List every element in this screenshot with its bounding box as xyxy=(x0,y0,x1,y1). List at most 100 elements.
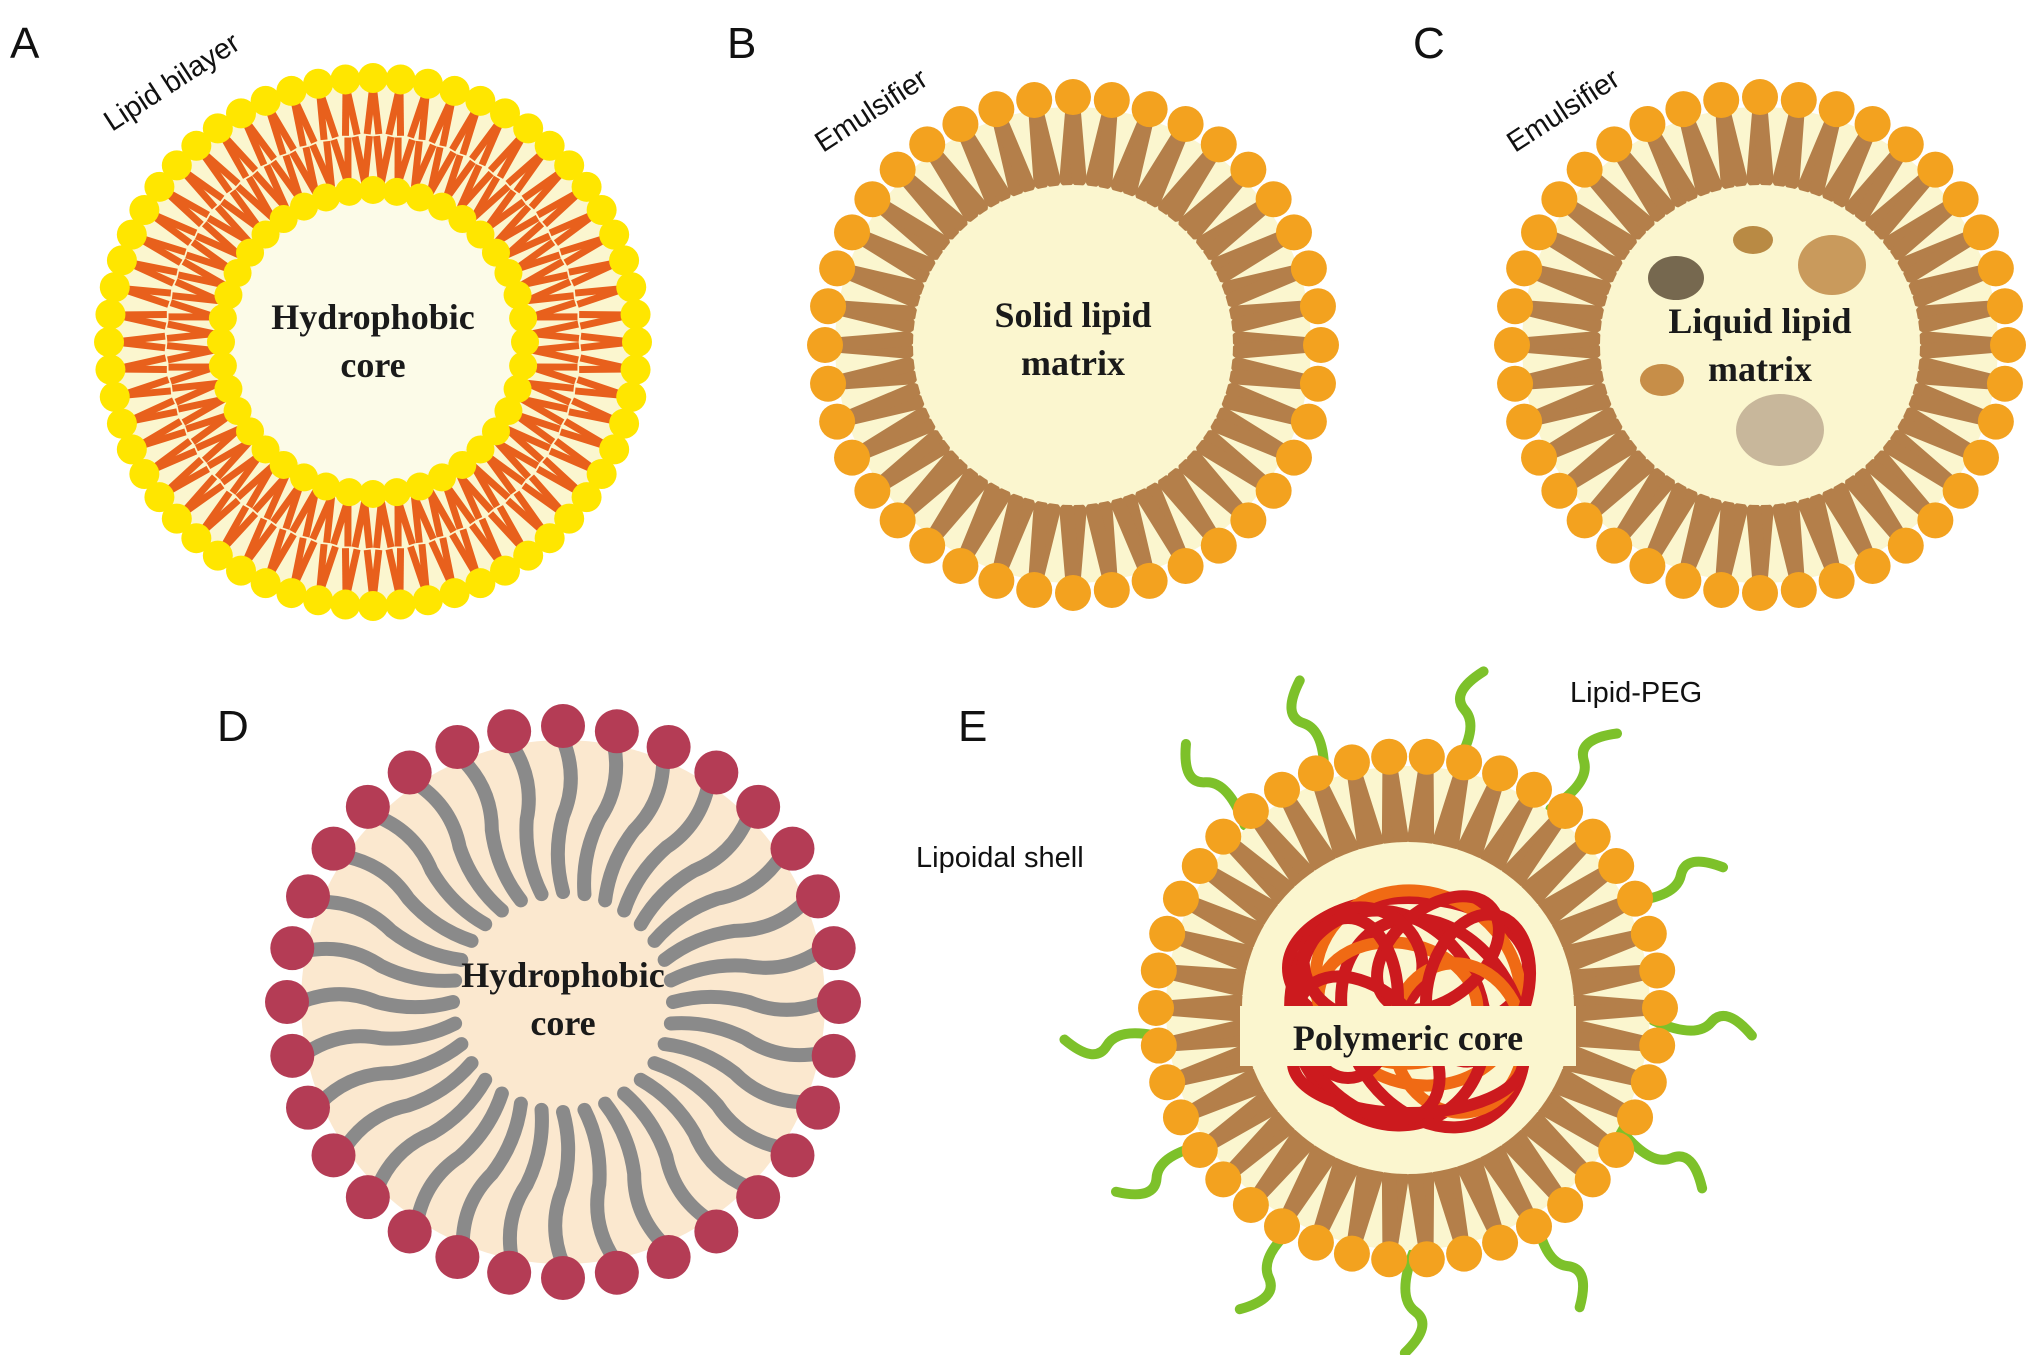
lipid-head xyxy=(1494,327,1530,363)
lipid-head xyxy=(819,403,856,440)
lipid-tail xyxy=(1223,1111,1287,1181)
lipid-head xyxy=(1630,915,1667,952)
lipid-head xyxy=(1642,990,1678,1026)
lipid-tail xyxy=(1833,125,1876,208)
phospholipid xyxy=(1210,229,1293,283)
lipid-tail xyxy=(1059,503,1081,591)
phospholipid xyxy=(1457,1156,1504,1241)
lipid-tail xyxy=(1526,263,1612,296)
inner-lipid-head xyxy=(405,183,434,212)
surfactant-head xyxy=(694,1209,739,1254)
outer-lipid-head xyxy=(513,113,544,144)
inner-tail xyxy=(411,143,437,189)
lipid-tail xyxy=(839,382,921,427)
outer-lipid-head xyxy=(490,98,520,129)
lipid-head xyxy=(1917,151,1954,188)
outer-lipid-head xyxy=(250,85,281,116)
surfactant-head xyxy=(286,1085,331,1130)
inner-lipid-head xyxy=(466,220,495,249)
lipid-tail xyxy=(1903,229,1980,283)
lipid-tail xyxy=(1382,759,1409,846)
lipid-tail xyxy=(1381,1169,1398,1257)
lipid-head xyxy=(1333,744,1370,781)
surfactant-tail xyxy=(410,1086,509,1227)
lipid-tail xyxy=(1908,394,1994,427)
inner-lipid-head xyxy=(359,480,387,508)
lipid-head xyxy=(1703,82,1740,119)
outer-lipid-head xyxy=(161,503,192,534)
lipid-tail xyxy=(1249,811,1315,879)
lipid-head xyxy=(1275,214,1312,251)
panel-e: E Lipid-PEG Lipoidal shell Polymeric cor… xyxy=(916,666,1757,1355)
outer-lipid-head xyxy=(129,459,160,489)
lipid-head xyxy=(1230,502,1267,539)
lipid-tail xyxy=(1746,503,1768,591)
lipid-head xyxy=(1566,502,1603,539)
surfactant-tail xyxy=(647,1056,788,1155)
phospholipid xyxy=(1231,331,1319,359)
phospholipid xyxy=(1085,102,1118,190)
outer-lipid-head xyxy=(116,434,147,465)
lipid-head xyxy=(1854,547,1891,584)
lipid-polymer-hybrid-icon: Polymeric core xyxy=(1059,666,1757,1355)
lipid-tail xyxy=(1210,418,1293,461)
lipid-tail xyxy=(1678,111,1723,193)
outer-lipid-head xyxy=(609,408,640,439)
inner-tail xyxy=(513,411,556,445)
lipid-tail xyxy=(1561,1056,1647,1087)
inner-tail xyxy=(169,299,217,321)
phospholipid xyxy=(1514,331,1602,359)
phospholipid xyxy=(1517,300,1605,333)
lipid-tail xyxy=(1122,111,1155,197)
lipid-tail xyxy=(1559,197,1637,251)
lipid-tail xyxy=(1570,1000,1658,1022)
surfactant-tail xyxy=(299,941,463,988)
phospholipid xyxy=(1312,1156,1359,1241)
phospholipid xyxy=(1540,407,1623,461)
outer-lipid-head xyxy=(202,113,233,144)
lipid-head xyxy=(1299,288,1336,325)
lipid-tail xyxy=(1529,835,1593,905)
outer-lipid-head xyxy=(534,523,565,554)
lipid-tail xyxy=(1569,964,1655,997)
panel-b-core-label-line2: matrix xyxy=(1021,343,1125,383)
surfactant-tail xyxy=(663,1016,827,1063)
lipid-head xyxy=(1162,1099,1199,1136)
surfactant-head xyxy=(387,750,432,795)
phospholipid xyxy=(1746,99,1774,187)
lipid-head xyxy=(854,472,891,509)
inner-tail xyxy=(330,498,352,546)
inner-tail xyxy=(201,221,242,258)
lipid-tail xyxy=(1085,502,1118,588)
phospholipid xyxy=(1540,229,1623,283)
phospholipid xyxy=(1158,468,1221,546)
lipid-head xyxy=(1574,818,1611,855)
lipid-head xyxy=(879,151,916,188)
lipid-head xyxy=(1297,755,1334,792)
peg-chain xyxy=(1059,1028,1170,1060)
outer-lipid-head xyxy=(465,568,496,599)
lipid-tail xyxy=(1559,430,1630,493)
inner-tail xyxy=(427,150,457,195)
lipid-tail xyxy=(872,197,950,251)
outer-lipid-head xyxy=(95,299,126,330)
phospholipid xyxy=(1158,994,1246,1022)
inner-tail xyxy=(246,175,276,220)
lipid-head xyxy=(1742,575,1778,611)
outer-lipid-head xyxy=(490,555,520,586)
outer-lipid-head xyxy=(599,434,630,465)
lipid-tail xyxy=(1221,394,1307,427)
phospholipid xyxy=(1570,994,1658,1022)
lipid-tail xyxy=(957,482,1000,565)
inner-tail xyxy=(167,320,214,338)
phospholipid xyxy=(1501,811,1567,887)
phospholipid xyxy=(1561,1044,1647,1087)
outer-lipid-head xyxy=(622,327,652,357)
lipid-tail xyxy=(1203,197,1274,260)
inner-tail xyxy=(361,135,373,183)
lipid-head xyxy=(1131,562,1168,599)
inner-tail xyxy=(220,452,262,486)
surfactant-head xyxy=(817,980,861,1024)
inner-tail xyxy=(457,170,494,211)
inner-tail xyxy=(270,482,304,525)
